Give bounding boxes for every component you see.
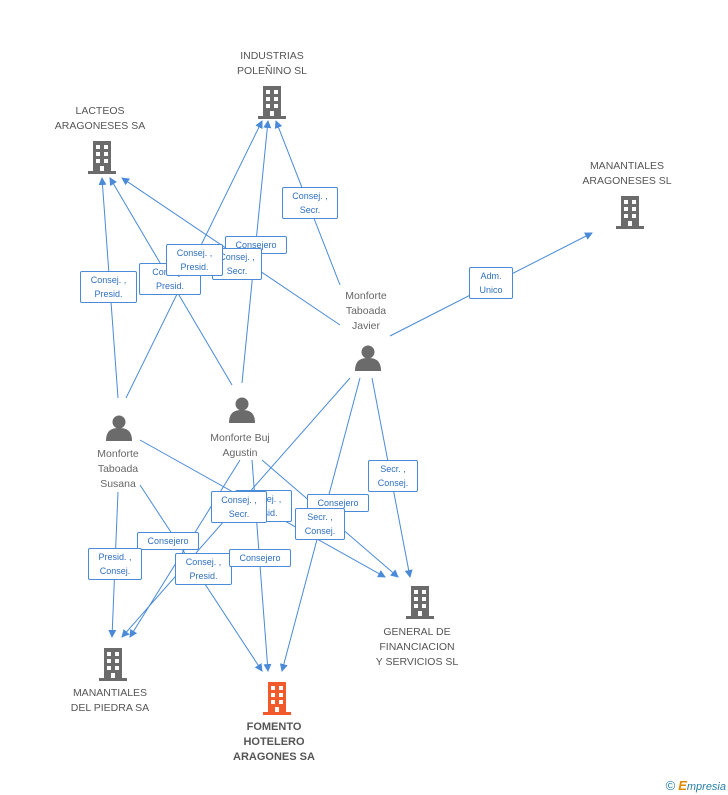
edge-label: Consejero [137,532,199,550]
company-label-manantiales-piedra[interactable]: MANANTIALES DEL PIEDRA SA [70,687,150,714]
building-icon-general[interactable] [406,586,434,619]
person-icon-susana[interactable] [106,415,132,442]
brand-name: mpresia [686,781,726,793]
person-label-javier[interactable]: Monforte Taboada Javier [345,290,387,332]
company-label-general[interactable]: GENERAL DE FINANCIACION Y SERVICIOS SL [375,626,459,668]
building-icon-lacteos[interactable] [88,141,116,174]
person-icon-javier[interactable] [355,345,381,372]
edge-label: Secr. , Consej. [295,508,345,540]
person-icon-agustin[interactable] [229,397,255,424]
edge-label: Consej. , Presid. [80,271,137,303]
edge-label: Consejero [229,549,291,567]
edge-label: Consej. , Presid. [175,553,232,585]
edge-label: Presid. , Consej. [88,548,142,580]
edge-label: Adm. Unico [469,267,513,299]
building-icon-industrias[interactable] [258,86,286,119]
building-icon-fomento[interactable] [263,682,291,715]
company-label-fomento[interactable]: FOMENTO HOTELERO ARAGONES SA [233,721,315,763]
building-icon-manantiales-aragoneses[interactable] [616,196,644,229]
edge-label: Consej. , Presid. [166,244,223,276]
copyright-icon: © [665,778,676,793]
company-label-industrias[interactable]: INDUSTRIAS POLEÑINO SL [236,50,308,77]
edge-label: Consej. , Secr. [282,187,338,219]
footer-brand[interactable]: ©Empresia [666,778,726,793]
brand-initial: E [678,778,687,793]
edge-label: Consej. , Secr. [211,491,267,523]
person-label-agustin[interactable]: Monforte Buj Agustin [210,432,270,459]
company-label-lacteos[interactable]: LACTEOS ARAGONESES SA [54,105,146,132]
person-label-susana[interactable]: Monforte Taboada Susana [97,448,139,490]
company-label-manantiales-aragoneses[interactable]: MANANTIALES ARAGONESES SL [582,160,672,187]
edge-label: Secr. , Consej. [368,460,418,492]
building-icon-manantiales-piedra[interactable] [99,648,127,681]
